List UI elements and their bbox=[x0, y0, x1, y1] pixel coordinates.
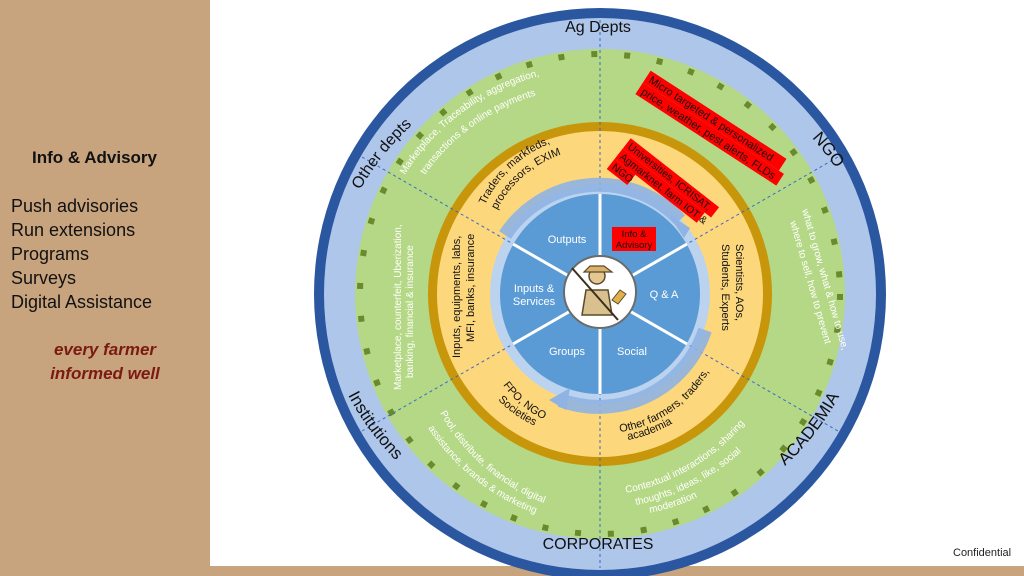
confidential-label: Confidential bbox=[953, 547, 1012, 559]
sidebar-item: Surveys bbox=[11, 268, 77, 288]
yellow-label-left: Inputs, equipments, labs, bbox=[451, 236, 463, 358]
arrow-heads bbox=[549, 214, 690, 410]
farmer-icon bbox=[563, 255, 637, 329]
hub-label-qa: Q & A bbox=[650, 289, 679, 301]
sidebar-item: Digital Assistance bbox=[11, 292, 153, 312]
green-label-left: Marketplace, counterfeit, Uberization, bbox=[393, 224, 404, 390]
sidebar: Info & Advisory Push advisories Run exte… bbox=[0, 0, 210, 576]
hub-label-inputs: Services bbox=[513, 296, 556, 308]
hub-label-outputs: Outputs bbox=[548, 234, 587, 246]
sidebar-item: Run extensions bbox=[11, 220, 136, 240]
hub-label-info-advisory: Info & Advisory bbox=[612, 227, 656, 251]
sidebar-title: Info & Advisory bbox=[32, 148, 157, 167]
sidebar-item: Programs bbox=[11, 244, 90, 264]
hub-label-groups: Groups bbox=[549, 346, 586, 358]
hub-label-inputs: Inputs & bbox=[514, 283, 555, 295]
outer-label-top: Ag Depts bbox=[565, 19, 631, 36]
yellow-label-right: Students, Experts bbox=[719, 244, 731, 331]
yellow-label-left: MFI, banks, insurance bbox=[465, 234, 477, 342]
outer-label-bottom: CORPORATES bbox=[543, 536, 654, 553]
tagline-line: every farmer bbox=[53, 340, 157, 359]
yellow-label-right: Scientists, AOs, bbox=[733, 244, 745, 321]
info-advisory-line: Info & bbox=[622, 229, 647, 240]
sector-dividers bbox=[361, 20, 839, 568]
hub-label-social: Social bbox=[617, 346, 647, 358]
sidebar-item: Push advisories bbox=[11, 196, 139, 216]
hub-labels: Outputs Inputs & Services Q & A Groups S… bbox=[513, 234, 679, 358]
sidebar-tagline: every farmer informed well bbox=[0, 338, 210, 386]
cycle-arrows bbox=[499, 177, 712, 414]
green-label-left: banking, financial & insurance bbox=[405, 245, 416, 378]
tagline-line: informed well bbox=[50, 364, 160, 383]
sidebar-list: Push advisories Run extensions Programs … bbox=[11, 194, 152, 314]
info-advisory-line: Advisory bbox=[616, 240, 653, 251]
green-ring-dashes bbox=[357, 51, 843, 537]
